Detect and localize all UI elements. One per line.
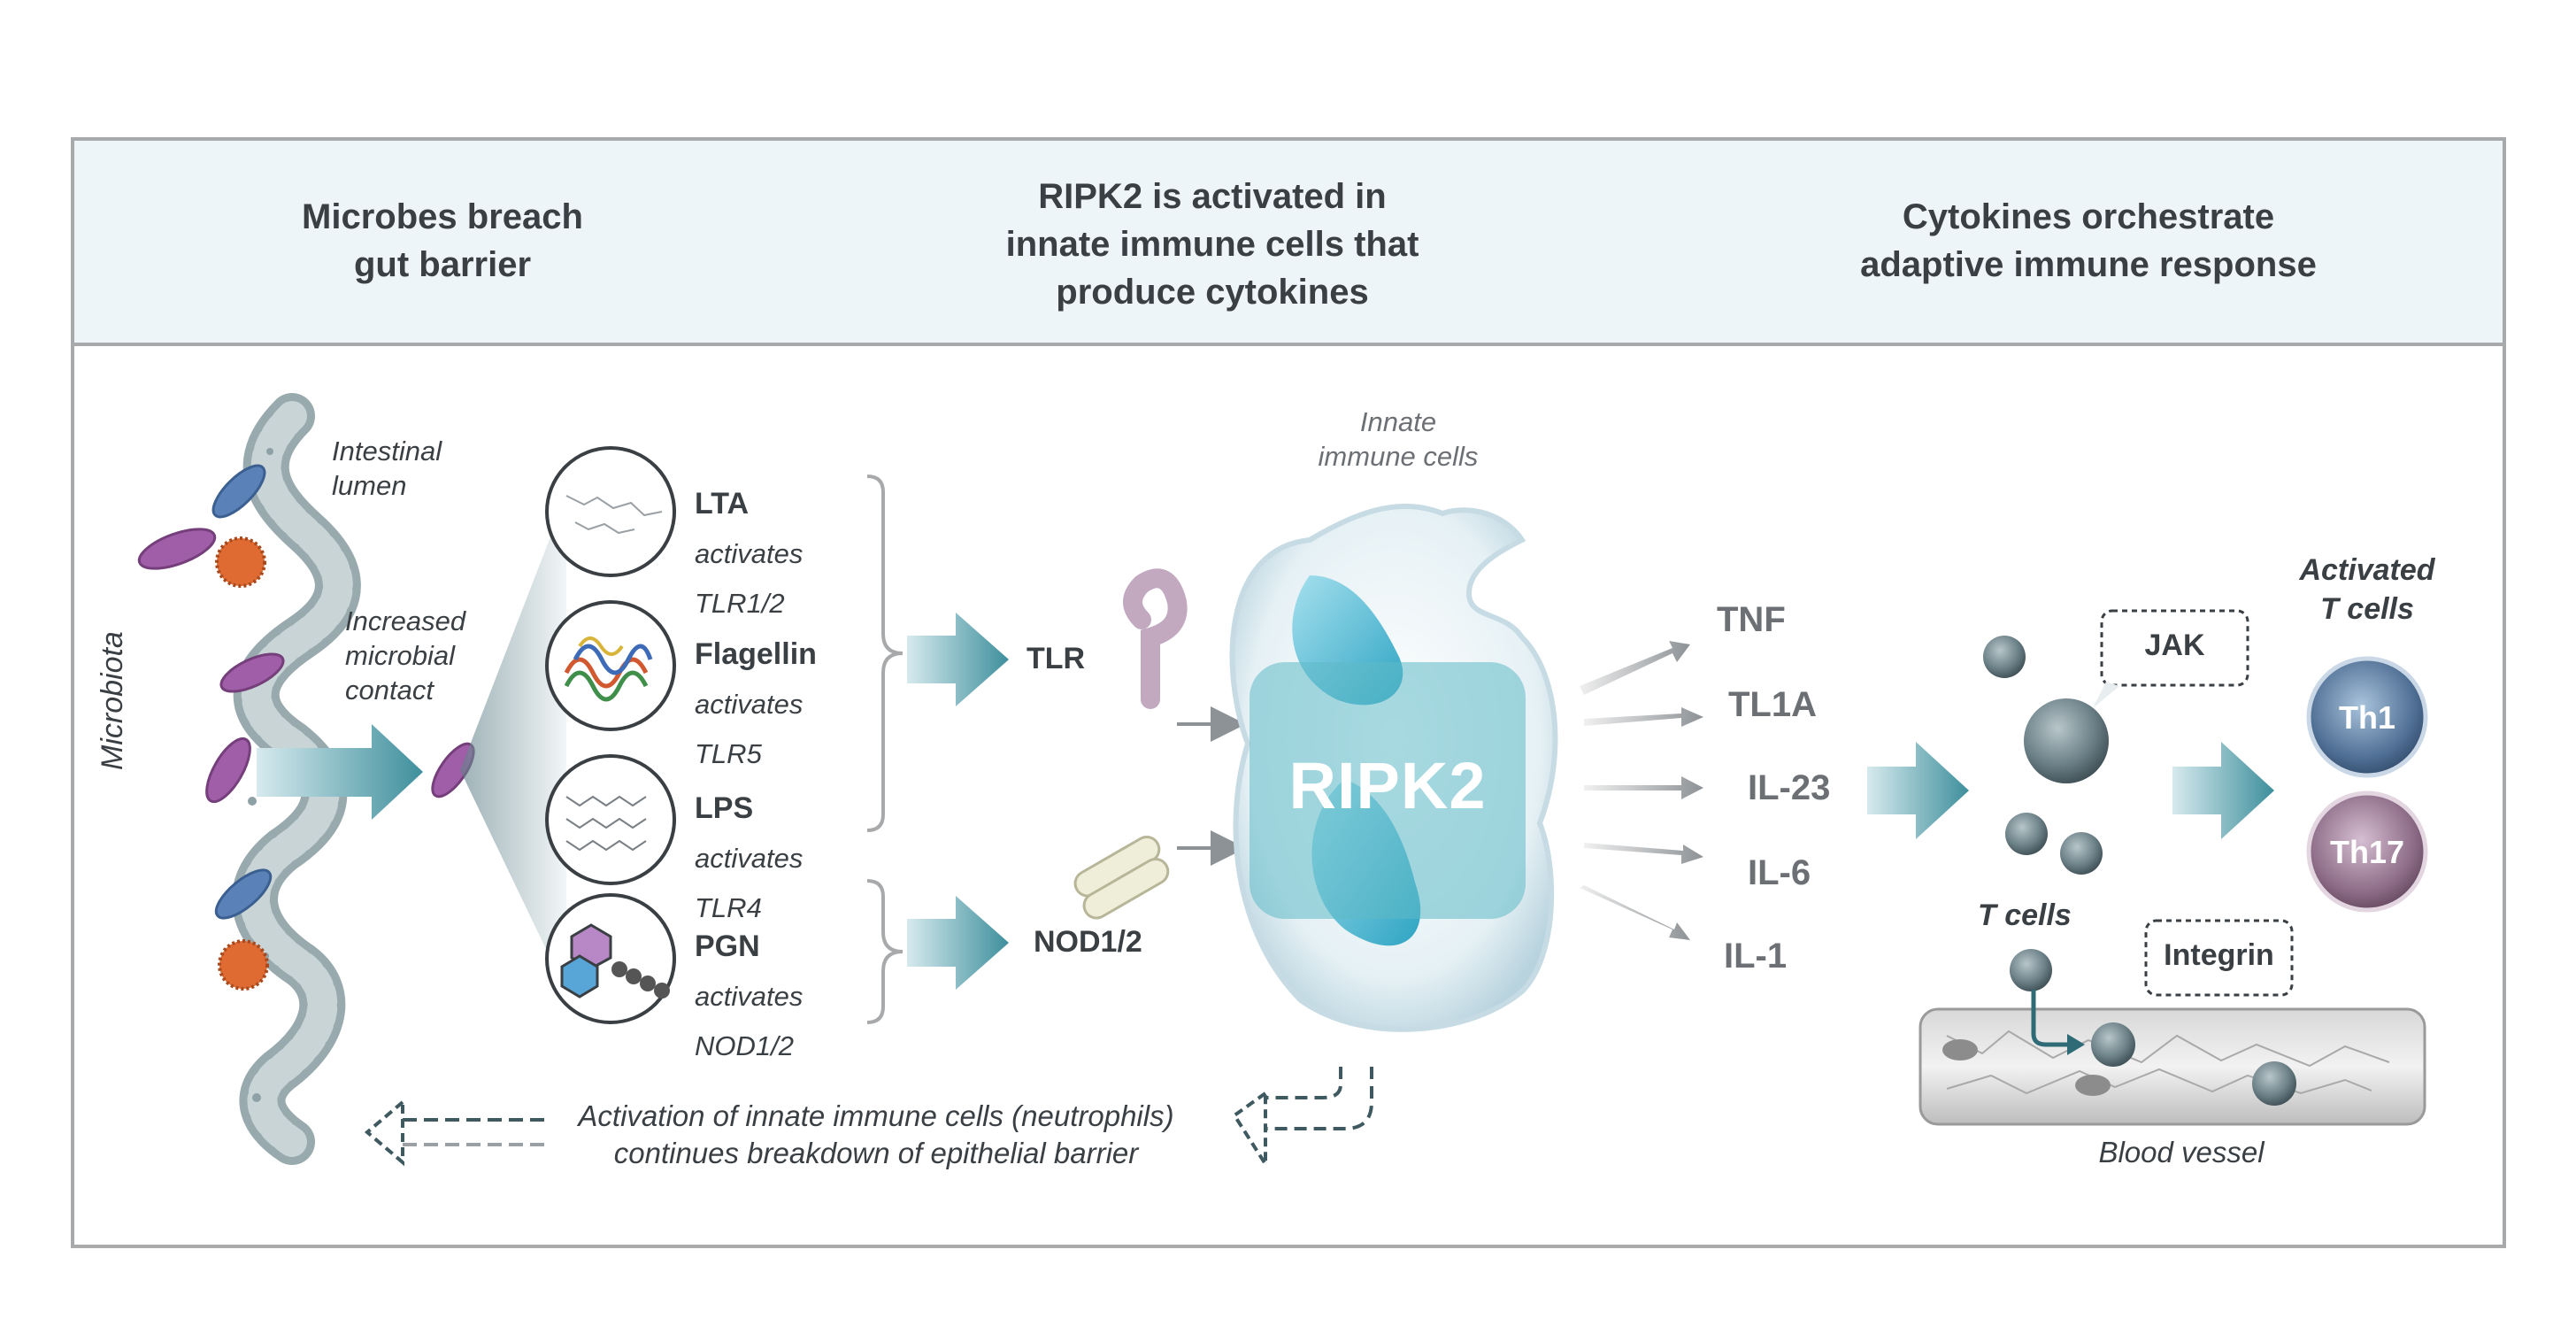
cytokine-tl1a: TL1A: [1728, 685, 1817, 724]
nod-brace: [866, 879, 904, 1024]
tlr-brace: [866, 474, 904, 832]
integrin-label: Integrin: [2164, 938, 2274, 972]
ligand-pgn: PGN activates NOD1/2: [695, 929, 804, 1061]
innate-immune-cell-icon: [1229, 504, 1558, 1032]
th17-cell-icon: [2306, 791, 2428, 913]
microbial-contact-label: Increased microbial contact: [345, 605, 466, 706]
arrow-to-tcells: [1867, 742, 1969, 839]
header-microbes: Microbes breach gut barrier: [302, 197, 583, 284]
cytokine-il6: IL-6: [1748, 853, 1811, 892]
header-cytokines: Cytokines orchestrate adaptive immune re…: [1860, 197, 2317, 284]
header-band: [74, 141, 2503, 346]
blood-vessel-label: Blood vessel: [2098, 1136, 2265, 1168]
ripk2-label: RIPK2: [1288, 749, 1487, 822]
t-cells-icon: [1983, 636, 2109, 991]
diagram-frame: [71, 137, 2506, 1248]
feedback-arrows: [364, 1067, 1373, 1170]
th1-cell-icon: [2306, 656, 2428, 778]
blood-vessel-icon: [1919, 990, 2426, 1126]
integrin-callout: [2144, 919, 2294, 997]
arrow-to-nod: [907, 896, 1009, 990]
activated-t-cells-label: Activated T cells: [2299, 553, 2435, 626]
th1-label: Th1: [2338, 699, 2395, 736]
microbes: [137, 464, 475, 991]
nod-label: NOD1/2: [1034, 925, 1142, 959]
feedback-caption: Activation of innate immune cells (neutr…: [578, 1099, 1174, 1169]
nod-receptor-icon: [1073, 836, 1170, 920]
header-ripk2: RIPK2 is activated in innate immune cell…: [1005, 177, 1419, 312]
arrow-to-activated: [2172, 742, 2274, 839]
ligand-flagellin: Flagellin activates TLR5: [695, 637, 817, 769]
cytokine-tnf: TNF: [1717, 600, 1786, 639]
cytokine-arrows: [1580, 641, 1703, 940]
innate-cells-label: Innate immune cells: [1318, 406, 1479, 472]
arrow-to-tlr: [907, 613, 1009, 706]
tlr-receptor-icon: [1123, 568, 1188, 709]
ligand-icons: [545, 446, 676, 1024]
breach-arrow: [257, 724, 423, 820]
jak-callout: [2100, 609, 2249, 687]
ligand-lps: LPS activates TLR4: [695, 791, 804, 923]
th17-label: Th17: [2329, 834, 2405, 870]
t-cells-label: T cells: [1978, 899, 2072, 932]
cytokine-il23: IL-23: [1748, 768, 1831, 807]
tlr-label: TLR: [1027, 642, 1086, 675]
cytokine-il1: IL-1: [1724, 937, 1788, 976]
ligand-lta: LTA activates TLR1/2: [695, 487, 804, 619]
intestinal-lumen-label: Intestinal lumen: [332, 436, 442, 501]
ligand-cone: [460, 496, 566, 991]
microbiota-label: Microbiota: [96, 631, 129, 770]
jak-label: JAK: [2144, 629, 2205, 662]
